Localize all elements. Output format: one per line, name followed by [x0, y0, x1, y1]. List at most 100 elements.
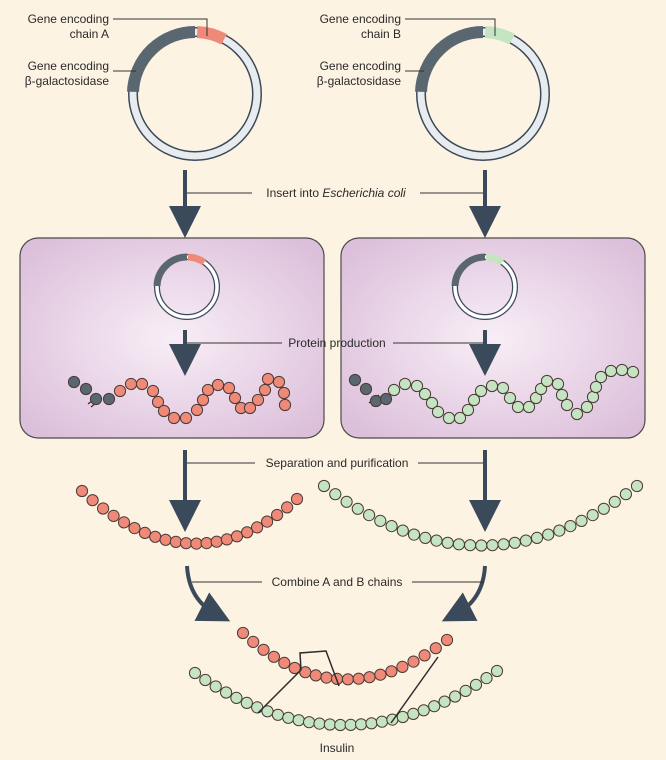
amino-acid-bead — [290, 492, 304, 506]
amino-acid-bead — [418, 649, 431, 662]
amino-acid-bead — [210, 535, 223, 548]
amino-acid-bead — [363, 508, 376, 522]
amino-acid-bead — [469, 678, 483, 691]
amino-acid-bead — [419, 531, 432, 545]
amino-acid-bead — [407, 528, 421, 541]
amino-acid-bead — [209, 680, 222, 693]
amino-acid-bead — [323, 718, 336, 731]
amino-acid-bead — [113, 384, 127, 398]
amino-acid-bead — [604, 364, 618, 378]
amino-acid-bead — [398, 377, 412, 391]
amino-acid-bead — [496, 381, 510, 395]
amino-acid-bead — [86, 494, 99, 507]
plasmid-b-gal-label: Gene encoding — [320, 59, 401, 73]
amino-acid-bead — [542, 528, 555, 541]
amino-acid-bead — [359, 382, 373, 396]
plasmid-a-gene-label: Gene encoding — [28, 12, 109, 26]
protein-chains — [67, 363, 644, 732]
amino-acid-bead — [575, 514, 588, 528]
amino-acid-bead — [128, 522, 141, 535]
amino-acid-bead — [241, 526, 254, 539]
amino-acid-bead — [157, 404, 171, 418]
amino-acid-bead — [619, 488, 633, 501]
plasmid-a-gal-label-2: β-galactosidase — [25, 74, 110, 88]
plasmid-b-gene-label: Gene encoding — [320, 12, 401, 26]
amino-acid-bead — [236, 626, 250, 640]
amino-acid-bead — [179, 411, 193, 425]
amino-acid-bead — [490, 664, 504, 678]
plasmid-a-galactosidase-segment — [127, 26, 196, 93]
amino-acid-bead — [278, 656, 291, 670]
amino-acid-bead — [486, 539, 499, 552]
amino-acid-bead — [117, 516, 131, 529]
plasmid-a-gene-label-2: chain A — [70, 27, 109, 41]
amino-acid-bead — [630, 479, 644, 493]
amino-acid-bead — [626, 365, 640, 379]
combine-step: Combine A and B chains — [185, 565, 487, 622]
plasmid-b-galactosidase-segment — [415, 26, 484, 93]
amino-acid-bead — [261, 515, 274, 528]
amino-acid-bead — [190, 403, 204, 417]
amino-acid-bead — [271, 708, 284, 721]
amino-acid-bead — [228, 391, 242, 405]
amino-acid-bead — [341, 673, 354, 686]
amino-acid-bead — [570, 407, 584, 421]
amino-acid-bead — [138, 526, 151, 540]
amino-acid-bead — [257, 643, 270, 656]
amino-acid-bead — [594, 370, 608, 384]
amino-acid-bead — [355, 718, 368, 731]
amino-acid-bead — [222, 381, 236, 395]
amino-acid-bead — [188, 666, 202, 680]
amino-acid-bead — [519, 534, 533, 547]
amino-acid-bead — [474, 384, 488, 398]
amino-acid-bead — [146, 384, 160, 398]
amino-acid-bead — [107, 509, 120, 523]
amino-acid-bead — [282, 711, 295, 724]
amino-acid-bead — [67, 375, 81, 389]
amino-acid-bead — [124, 377, 138, 391]
amino-acid-bead — [272, 375, 286, 389]
amino-acid-bead — [553, 524, 566, 537]
amino-acid-bead — [261, 372, 275, 386]
amino-acid-bead — [442, 411, 456, 425]
separation-step: Separation and purification — [169, 450, 501, 532]
amino-acid-bead — [597, 502, 610, 515]
curved-arrow-icon — [185, 565, 231, 622]
amino-acid-bead — [317, 479, 331, 493]
amino-acid-bead — [200, 537, 213, 550]
plasmid-a-chain-a-gene-segment — [196, 26, 227, 45]
amino-acid-bead — [586, 508, 599, 522]
amino-acid-bead — [167, 411, 181, 425]
protein-production-step: Protein production — [169, 330, 501, 376]
insert-step-label: Insert into Escherichia coli — [266, 186, 406, 200]
disulfide-bonds — [257, 650, 439, 724]
amino-acid-bead — [313, 717, 326, 730]
amino-acid-bead — [196, 393, 210, 407]
amino-acid-bead — [555, 388, 569, 402]
amino-acid-bead — [449, 690, 462, 703]
amino-acid-bead — [459, 684, 472, 698]
plasmid-b-gene-label-2: chain B — [361, 27, 401, 41]
amino-acid-bead — [453, 411, 467, 425]
cell-b-plasmid — [451, 253, 518, 320]
amino-acid-bead — [190, 537, 203, 550]
amino-acid-bead — [230, 691, 243, 705]
amino-acid-bead — [247, 635, 260, 649]
amino-acid-bead — [344, 718, 357, 732]
amino-acid-bead — [464, 539, 477, 552]
amino-acid-bead — [438, 695, 451, 708]
amino-acid-bead — [102, 392, 116, 406]
amino-acid-bead — [329, 488, 342, 501]
plasmid-a: Gene encoding chain A Gene encoding β-ga… — [25, 12, 262, 161]
amino-acid-bead — [151, 395, 165, 409]
curved-arrow-icon — [441, 565, 487, 622]
amino-acid-bead — [363, 671, 376, 684]
amino-acid-bead — [407, 707, 420, 721]
amino-acid-bead — [485, 379, 499, 393]
amino-acid-bead — [309, 669, 322, 682]
amino-acid-bead — [461, 403, 475, 417]
amino-acid-bead — [497, 538, 510, 551]
cell-a-plasmid — [153, 253, 220, 320]
amino-acid-bead — [452, 538, 465, 551]
ecoli-cell-a — [19, 237, 325, 439]
